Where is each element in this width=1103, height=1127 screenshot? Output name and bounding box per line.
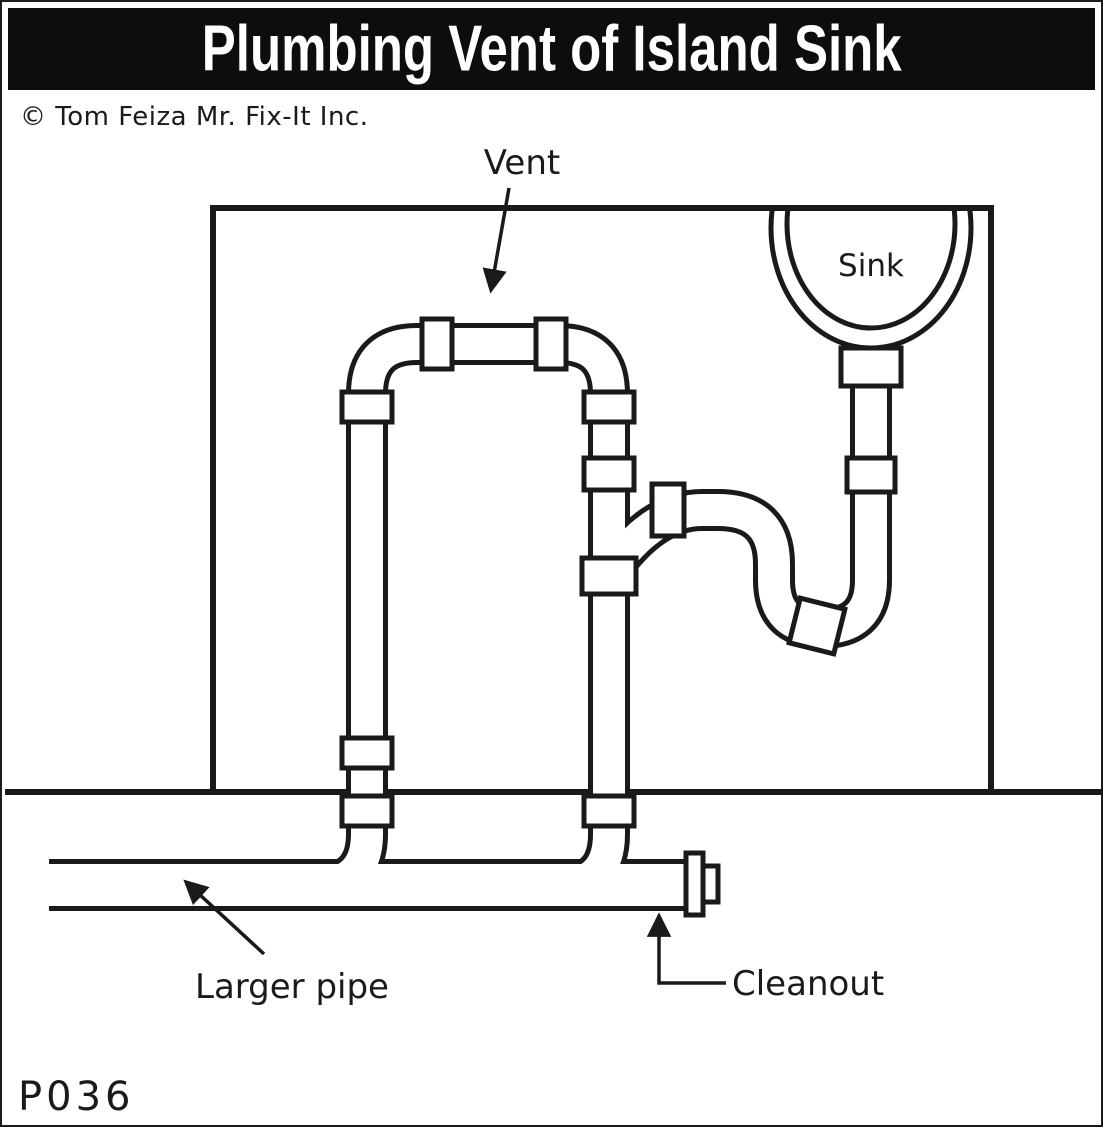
title-bar: Plumbing Vent of Island Sink (8, 8, 1095, 90)
pipe-coupling (533, 316, 569, 372)
pipe-coupling (339, 389, 395, 425)
sink-label: Sink (838, 248, 904, 284)
copyright-text: © Tom Feiza Mr. Fix-It Inc. (20, 102, 369, 132)
cleanout-arrow (646, 912, 726, 985)
pipe-coupling (649, 481, 687, 539)
trap-coupling (786, 595, 848, 657)
cleanout-fitting (683, 850, 721, 918)
sink-bowl-inner (784, 211, 958, 331)
pipe-coupling (581, 793, 637, 829)
vent-arrow (482, 187, 511, 294)
pipe-fittings (339, 316, 904, 829)
pipe-coupling (339, 793, 395, 829)
branch-fitting (579, 555, 639, 597)
pipe-coupling (844, 455, 898, 495)
figure-code: P036 (18, 1074, 135, 1120)
sink-bowl-outer (768, 211, 974, 351)
vent-label: Vent (484, 143, 560, 183)
pipe-coupling (419, 316, 455, 372)
pipe-coupling (581, 455, 637, 493)
page-title: Plumbing Vent of Island Sink (201, 12, 902, 85)
pipe-coupling (339, 735, 395, 771)
cleanout-label: Cleanout (732, 964, 884, 1004)
cleanout-flange (683, 850, 706, 918)
cleanout-plug (700, 863, 721, 905)
larger-pipe-label: Larger pipe (195, 967, 389, 1007)
sink-basin (768, 211, 974, 351)
pipe-coupling (581, 389, 637, 425)
larger-pipe-arrow (183, 879, 266, 956)
vent-loop-pipe-fill (313, 328, 625, 901)
tailpiece-nut (838, 345, 904, 389)
